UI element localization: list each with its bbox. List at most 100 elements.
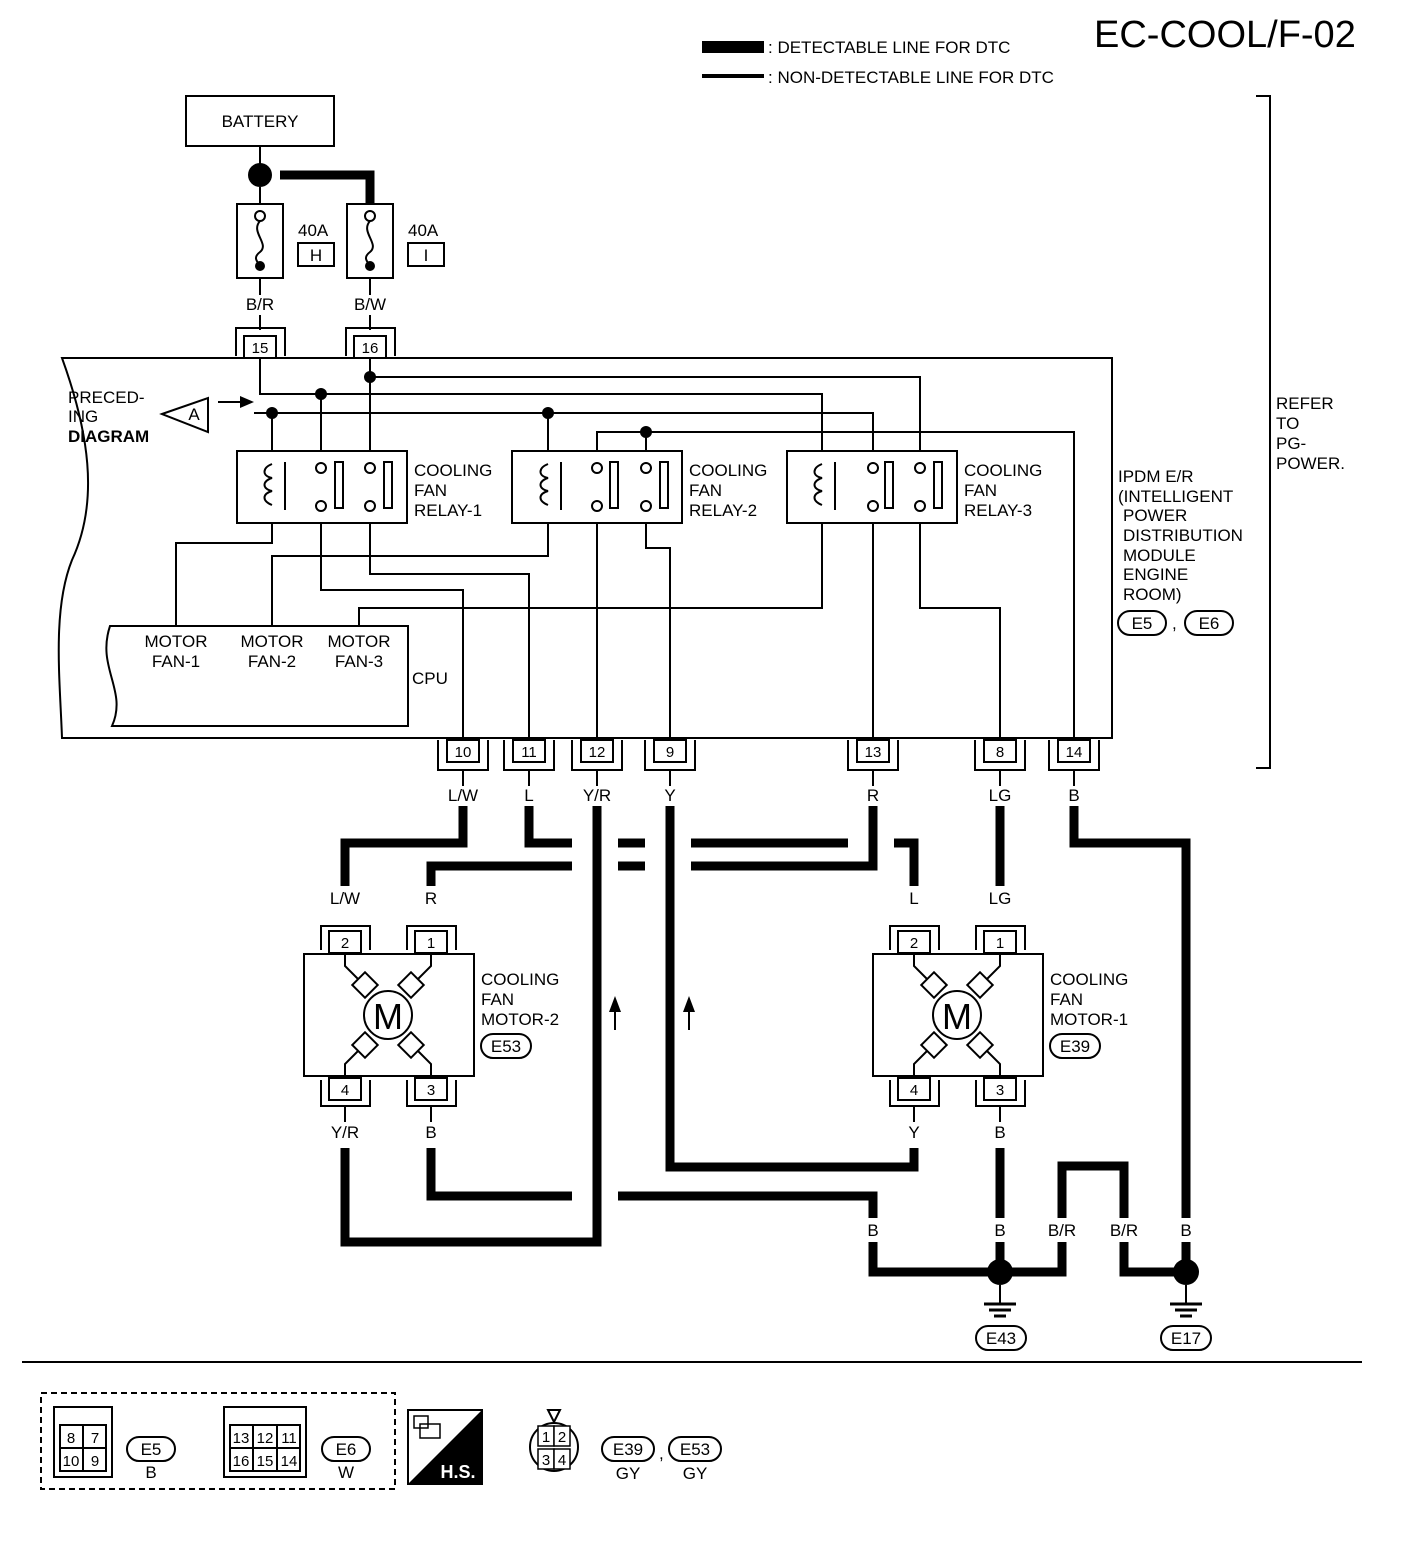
mc-e39-oval [601,1436,655,1462]
bus-16-right [370,376,921,463]
m2-conn-oval [480,1033,532,1059]
gw-3: B/R [1110,1221,1138,1240]
e43-label: E43 [986,1329,1016,1348]
relay-2-coil [539,463,549,506]
w-br-top [1057,1161,1129,1218]
ipdm-terminal-16: 16 [345,327,396,359]
mc-pin-2: 3 [542,1452,550,1469]
m1-l1: COOLING [1050,970,1128,989]
relay-2-l2: FAN [689,481,722,500]
relay-1-c4 [364,500,376,512]
e43-oval [975,1325,1027,1351]
legend-thin-line [702,74,764,78]
t10-wire: L/W [448,786,478,805]
mc-e39-color: GY [616,1464,641,1483]
m2-l2: FAN [481,990,514,1009]
e6-pin-0: 13 [233,1430,250,1447]
t10-box [446,739,480,763]
bus-preceding [272,412,874,463]
relay-1-c3 [364,462,376,474]
gw-2: B/R [1048,1221,1076,1240]
m2-wlabel-bg-1 [326,886,364,900]
term-15-num: 15 [252,340,269,357]
fuse-h-id: H [310,246,322,265]
ipdm-e6: E6 [1199,614,1220,633]
relay-3-l2: FAN [964,481,997,500]
relay-1-coil [263,463,273,506]
cpu-motor2-l2: FAN-2 [248,652,296,671]
m1-brush-tr [965,970,995,1000]
m2-motor-circle [363,990,413,1040]
wire-label-bw: B/W [354,295,386,314]
term-16-num: 16 [362,340,379,357]
m1-brush-tl [919,970,949,1000]
gap-r-c [645,860,659,872]
relay-3-l3: RELAY-3 [964,501,1032,520]
t9-wire: Y [664,786,675,805]
m1-motor-symbol: M [942,996,972,1037]
battery-box [185,95,335,147]
m1-conn-oval [1049,1033,1101,1059]
ipdm-terminal-9: 9 Y [644,739,696,805]
e6-pin-2: 11 [281,1430,297,1447]
cpu-label: CPU [412,669,448,688]
ipdm-l6: ENGINE [1123,565,1188,584]
t13-wire: R [867,786,879,805]
t11-box [512,739,546,763]
gap-l-b [610,837,618,849]
cooling-fan-relay-1: COOLING FAN RELAY-1 [236,450,492,524]
m1-brush-br [965,1030,995,1060]
ground-e17: E17 [1160,1259,1212,1351]
m1-pin4-wire: Y [908,1123,919,1142]
ground-wire-labels: B B B/R B/R B [867,1221,1191,1240]
relay-2-box [511,450,683,524]
t12-num: 12 [589,744,606,761]
relay-2-c3 [640,462,652,474]
m2-conn: E53 [491,1037,521,1056]
m1-pin2-num: 2 [910,935,918,952]
mc-e39: E39 [613,1440,643,1459]
refer-l1: REFER [1276,394,1334,413]
e17-oval [1160,1325,1212,1351]
m1-pin2-wire: L [909,889,918,908]
relay-2-c2 [591,500,603,512]
fuse-i-contact [364,210,376,222]
ipdm-e5-oval [1117,610,1167,636]
relay-1-box [236,450,408,524]
cooling-fan-relay-3: COOLING FAN RELAY-3 [786,450,1042,524]
ipdm-terminal-11: 11 L [503,739,555,805]
relay-2-sw1 [609,461,619,509]
relay-1-sw2 [383,461,393,509]
e5-pin-0: 8 [67,1430,75,1447]
t11-num: 11 [521,744,537,761]
fuse-h: 40A H [236,203,335,279]
mc-cell-4 [553,1448,571,1470]
hs-label: H.S. [440,1462,475,1482]
t8-wire: LG [989,786,1012,805]
gap-l-f [886,837,894,849]
w-b-m2 [426,1148,878,1218]
ipdm-l4: DISTRIBUTION [1123,526,1243,545]
e6-color: W [338,1463,354,1482]
legend-thick-line [702,41,764,53]
cooling-fan-motor-2: L/W R 2 1 M 4 3 Y/R B COOLING FAN MOTOR-… [303,886,559,1142]
connector-a-label: A [188,405,200,424]
fuse-h-contact [254,210,266,222]
gap-b-b [610,1190,618,1202]
mc-e53-color: GY [683,1464,708,1483]
gw-4: B [1180,1221,1191,1240]
t14-num: 14 [1066,744,1083,761]
ipdm-bottom-terminals: 10 L/W 11 L 12 Y/R 9 Y 13 [437,739,1100,805]
t14-box [1057,739,1091,763]
gap-r-b [610,860,618,872]
e17-label: E17 [1171,1329,1201,1348]
ipdm-label: IPDM E/R (INTELLIGENT POWER DISTRIBUTION… [1117,467,1243,636]
relay-2-sw2 [659,461,669,509]
wire-label-bg-bw [350,295,390,315]
connector-motor-face: 1 2 3 4 E39 GY , E53 GY [529,1409,722,1483]
relay-1-l2: FAN [414,481,447,500]
wire-label-bg-br [240,295,280,315]
arrow-head [240,396,254,408]
t12-box [580,739,614,763]
legend-non-detectable: : NON-DETECTABLE LINE FOR DTC [768,68,1054,87]
